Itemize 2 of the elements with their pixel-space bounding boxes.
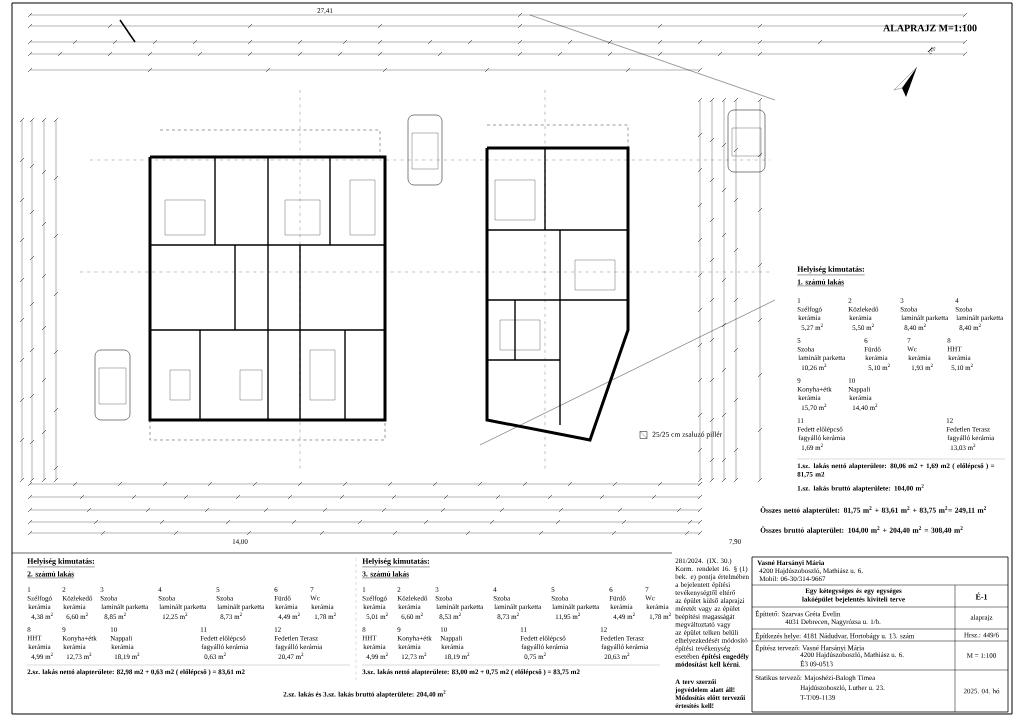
drawing-title: ALAPRAJZ M=1:100	[883, 24, 977, 32]
north-label: É	[927, 46, 936, 55]
